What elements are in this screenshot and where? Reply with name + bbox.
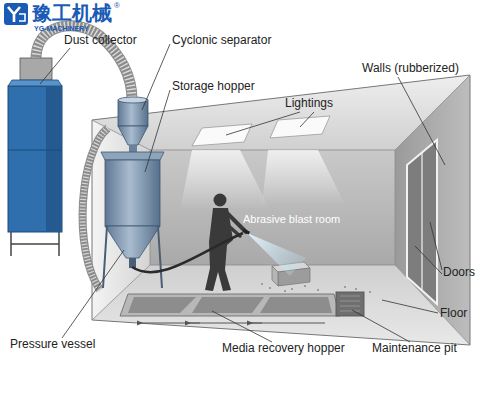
leader-line [300, 112, 314, 127]
brand-logo: 豫工机械 [32, 2, 112, 25]
door [407, 140, 437, 304]
trough [120, 294, 340, 316]
abrasive-spray [247, 233, 306, 276]
leader-line [62, 250, 124, 338]
logo-mark [19, 14, 25, 21]
grit [344, 286, 346, 288]
leader-line [382, 300, 438, 313]
registered-mark: ® [114, 1, 120, 10]
flow-arrow [140, 323, 325, 324]
part-label: Dust collector [64, 34, 137, 48]
room-edges [92, 75, 470, 345]
part-label: Lightings [285, 97, 333, 111]
blast-hose [132, 233, 243, 272]
leader-line [430, 222, 442, 270]
operator-silhouette [205, 194, 250, 292]
blast-nozzle [242, 229, 250, 235]
leader-lines [40, 44, 445, 342]
leader-line [145, 90, 170, 172]
logo-mark [8, 7, 20, 22]
collector-legs [11, 232, 59, 256]
grit [369, 291, 371, 293]
dust-collector-art [8, 58, 62, 256]
grit [304, 285, 306, 287]
room-label: Abrasive blast room [243, 213, 340, 226]
leader-line [142, 44, 170, 110]
leader-line [40, 48, 70, 84]
flow-arrow [250, 323, 262, 324]
cyclone-cone [118, 126, 148, 145]
trough-funnel [192, 297, 264, 313]
leader-line [352, 310, 410, 342]
hopper-flange [101, 152, 164, 160]
operator-head [214, 194, 227, 207]
cyclone-neck [129, 145, 137, 152]
collector-top [8, 80, 62, 86]
pit-grate [340, 296, 360, 311]
leader-line [415, 246, 442, 274]
media-recovery-hopper-art [120, 292, 364, 323]
light-glow [262, 150, 345, 205]
brand-name: YG-MACHINERY [34, 25, 89, 33]
grit [284, 290, 286, 292]
maintenance-pit-art [336, 292, 364, 316]
door-frame [407, 140, 437, 304]
part-label: Media recovery hopper [222, 342, 345, 356]
part-label: Pressure vessel [10, 338, 95, 352]
light-glow [180, 150, 270, 210]
cyclone-top [118, 97, 148, 103]
blast-room [92, 75, 470, 345]
part-label: Cyclonic separator [172, 34, 271, 48]
flow-arrow [188, 323, 200, 324]
grit [269, 287, 271, 289]
hopper-legs [103, 226, 162, 288]
grit [261, 283, 263, 285]
collector-fan [20, 58, 52, 80]
door-split [421, 152, 422, 290]
grit [291, 288, 293, 290]
collector-side [46, 86, 62, 232]
grit [317, 289, 319, 291]
pressure-vessel-cone [105, 226, 160, 258]
ceiling [92, 75, 470, 150]
storage-hopper-body [105, 160, 160, 226]
collector-body [8, 86, 62, 232]
separator-hopper-art [101, 97, 164, 288]
grit [355, 288, 357, 290]
logo-emblem [4, 3, 28, 25]
collector-seam [8, 150, 62, 151]
ceiling-lights [180, 116, 345, 210]
cyclone-body [118, 100, 148, 126]
part-label: Maintenance pit [372, 342, 457, 356]
part-label: Walls (rubberized) [362, 62, 459, 76]
trough-funnel [260, 297, 332, 313]
logo-badge [4, 3, 28, 25]
leader-line [398, 77, 445, 165]
light-panel [192, 124, 252, 146]
workpiece-side [272, 266, 278, 286]
trough-funnel [128, 297, 196, 313]
room-outline [92, 75, 470, 345]
part-label: Doors [443, 266, 475, 280]
leader-line [212, 311, 272, 342]
leader-line [226, 112, 300, 135]
operator-arm [215, 214, 240, 236]
part-label: Floor [440, 307, 467, 321]
part-label: Storage hopper [172, 80, 255, 94]
